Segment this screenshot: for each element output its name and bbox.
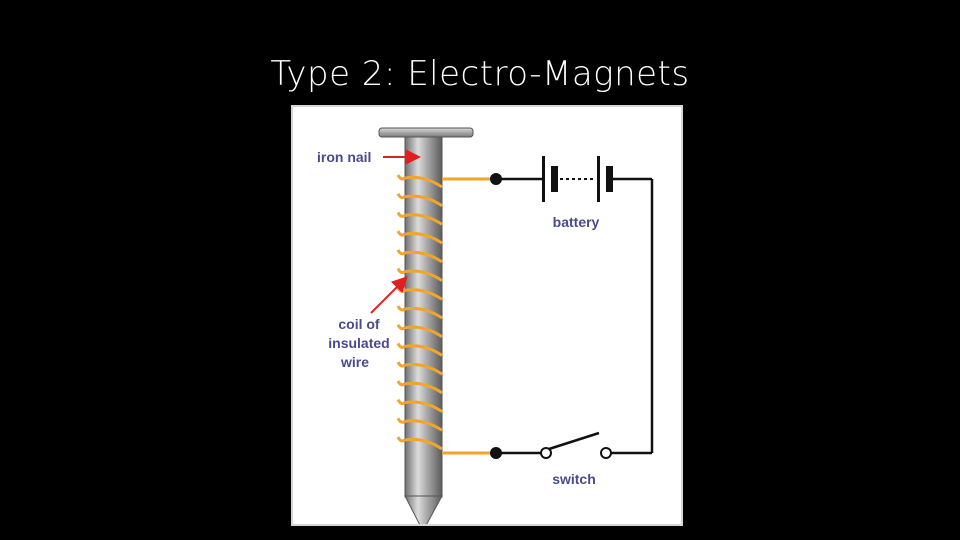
coil-turn [404,288,443,301]
coil-turn-edge [396,192,406,200]
coil-arrow [370,276,408,314]
coil-turn [404,194,443,207]
coil-turn [404,213,443,226]
coil-turn-edge [396,342,406,349]
coil-turn-edge [396,174,406,181]
coil-turn-edge [396,361,406,368]
switch-symbol [540,431,612,459]
coil-turn [404,175,443,189]
battery-cell-plate-short-left [551,166,558,192]
electromagnet-diagram: iron nail coil of insulated wire battery… [291,105,683,526]
nail-shaft [404,136,443,498]
label-coil-line1: coil of [338,316,380,332]
coil-turn [404,325,443,338]
coil-turn-edge [396,211,406,218]
coil-turn [404,381,443,395]
coil-turn-edge [396,323,406,331]
coil-turn-edge [396,417,406,424]
battery-symbol [542,156,613,202]
terminal-top [490,173,502,185]
coil-turn-edge [396,436,406,443]
terminal-bottom [490,447,502,459]
iron-nail [378,127,474,524]
label-coil-line3: wire [340,354,369,370]
label-coil-line2: insulated [328,335,389,351]
battery-cell-plate-short-right [606,166,613,192]
switch-contact-right [600,447,612,459]
coil-turn [404,363,443,376]
switch-contact-left [540,447,552,459]
coil-turn [404,344,443,357]
coil-turn-edge [396,230,406,237]
coil-turn-edge [396,305,406,312]
switch-lever [548,431,600,451]
coil-turn [404,250,443,264]
coil-turn-edge [396,286,406,293]
coil-turn-edge [396,267,406,275]
label-switch: switch [552,471,596,487]
label-iron-nail: iron nail [317,149,371,165]
nail-point [404,495,443,524]
coil-turn-edge [396,380,406,387]
coil-turn [404,419,443,432]
circuit-wires [496,177,654,455]
coil-turn [404,437,443,451]
coil-turn-edge [396,398,406,406]
battery-cell-plate-long-right [597,156,600,202]
coil-turn [404,306,443,320]
battery-cell-plate-long-left [542,156,545,202]
coil-turn [404,400,443,413]
label-battery: battery [553,214,600,230]
slide-title: Type 2: Electro-Magnets [270,54,690,94]
nail-head [378,127,474,138]
coil-turn [404,269,443,282]
coil-turn [404,232,443,245]
coil-turn-edge [396,249,406,256]
